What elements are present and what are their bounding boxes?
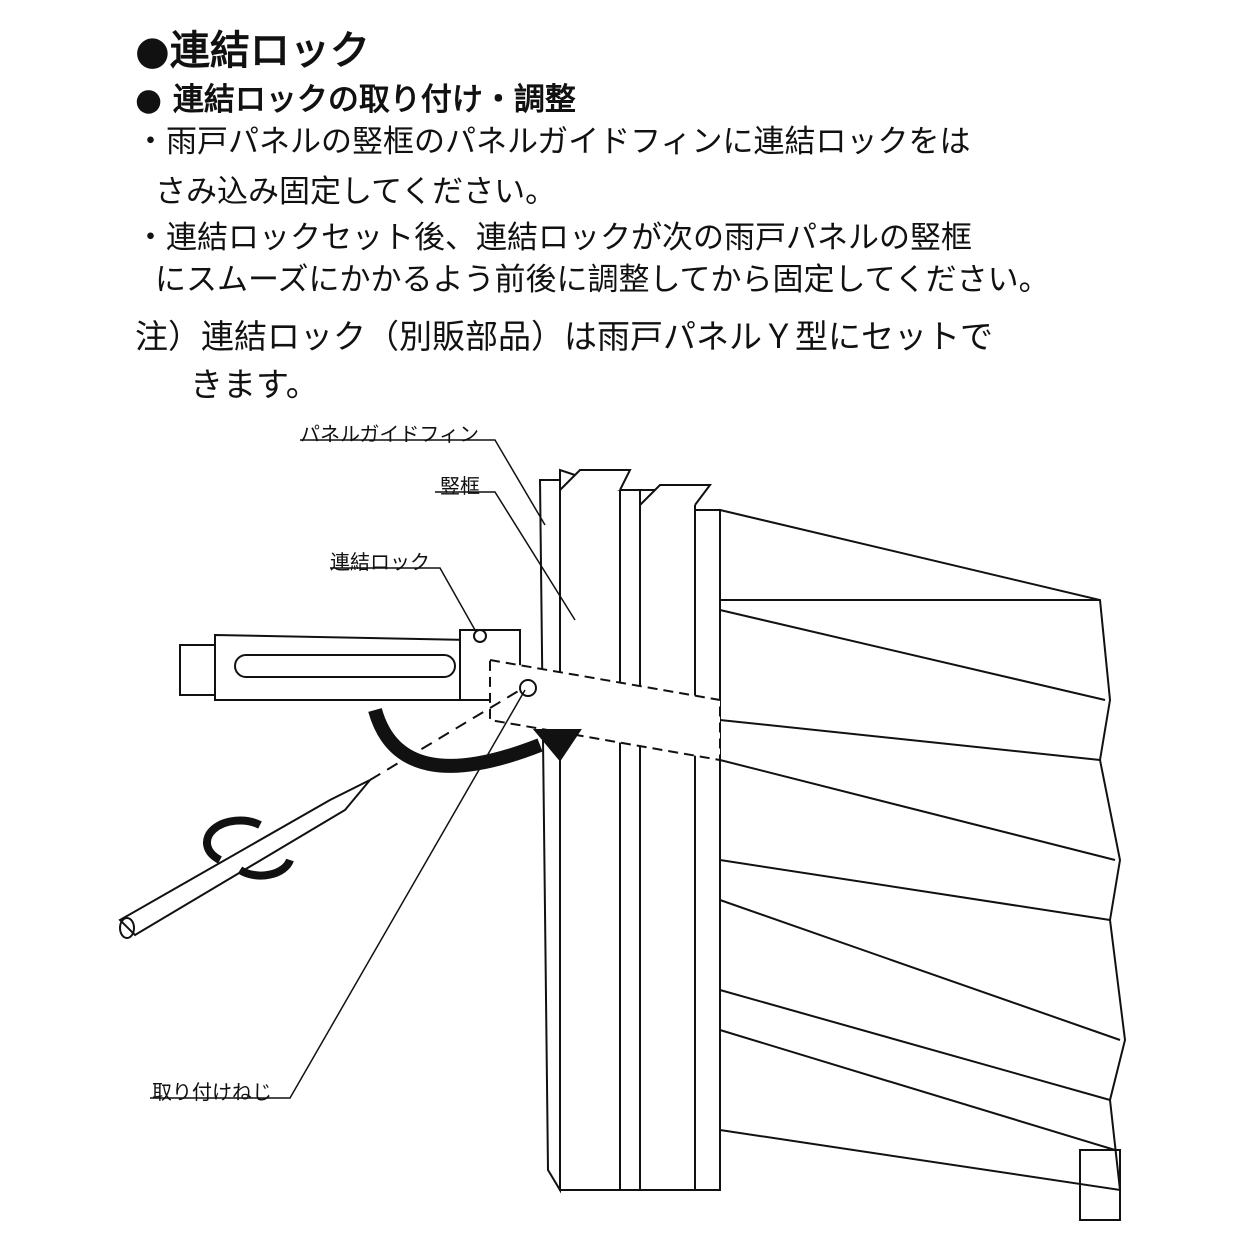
note-line: きます。 xyxy=(190,365,319,404)
label-guide-fin: パネルガイドフィン xyxy=(300,422,479,446)
label-screw: 取り付けねじ xyxy=(152,1080,272,1104)
instruction-line: ・雨戸パネルの竪框のパネルガイドフィンに連結ロックをは xyxy=(135,124,971,160)
instruction-line: さみ込み固定してください。 xyxy=(155,174,557,210)
instruction-line: にスムーズにかかるよう前後に調整してから固定してください。 xyxy=(155,262,1050,298)
stile-frames xyxy=(538,468,721,1194)
connecting-lock xyxy=(179,629,721,762)
shutter-panel xyxy=(719,508,1127,1221)
arrow-head xyxy=(532,729,582,762)
screwdriver xyxy=(118,689,521,939)
instruction-line: ・連結ロックセット後、連結ロックが次の雨戸パネルの竪框 xyxy=(135,220,972,256)
label-lock: 連結ロック xyxy=(330,550,430,574)
leader-lines xyxy=(150,439,576,1099)
rotation-arrow xyxy=(368,707,543,773)
section-heading: ● 連結ロックの取り付け・調整 xyxy=(135,82,576,118)
note-line: 注）連結ロック（別販部品）は雨戸パネルＹ型にセットで xyxy=(135,317,993,356)
page-title: ●連結ロック xyxy=(135,28,370,74)
label-stile: 竪框 xyxy=(440,474,480,498)
